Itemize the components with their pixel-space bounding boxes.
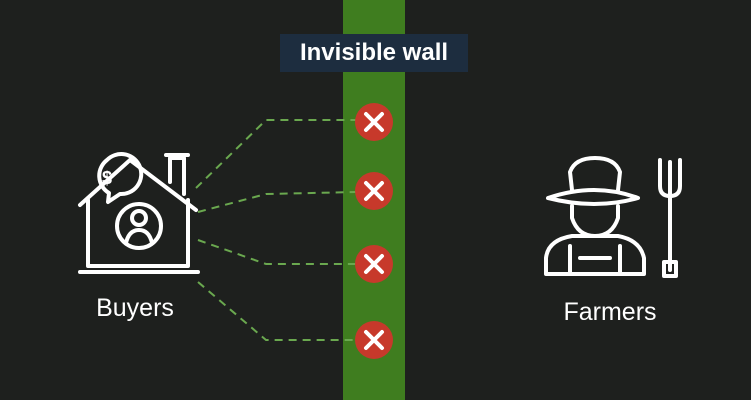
x-circle-icon [355,245,393,283]
svg-text:$: $ [102,168,112,188]
wall-label: Invisible wall [280,34,468,72]
farmers-label: Farmers [563,298,657,326]
connection-line-3 [197,239,356,265]
connection-line-2 [197,191,357,213]
x-circle-icon [355,103,393,141]
blocked-markers [355,103,393,359]
connection-line-4 [197,281,356,341]
dollar-bubble-icon: $ [97,152,144,204]
x-circle-icon [355,172,393,210]
house-icon [78,153,200,274]
buyers-label: Buyers [96,294,174,322]
farmer-icon [544,156,682,278]
x-circle-icon [355,321,393,359]
connection-lines [195,119,357,341]
connection-line-1 [195,119,356,189]
